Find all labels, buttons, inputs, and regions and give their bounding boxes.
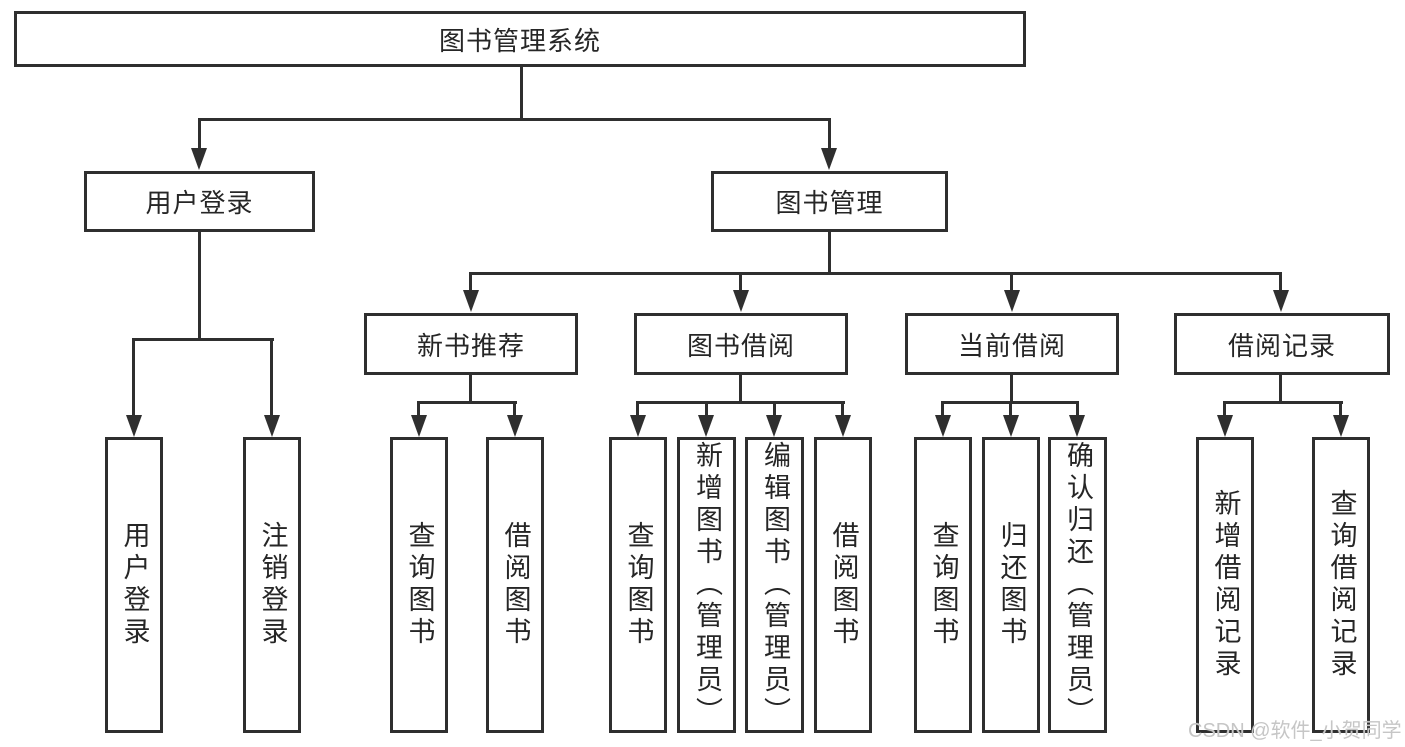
node-new-book-recommend: 新书推荐 <box>364 313 578 375</box>
node-confirm-return-admin: 确认归还（管理员） <box>1048 437 1107 733</box>
arrowhead-down-icon <box>1333 415 1349 437</box>
node-borrow-records: 借阅记录 <box>1174 313 1390 375</box>
node-user-login-action: 用户登录 <box>105 437 163 733</box>
arrowhead-down-icon <box>835 415 851 437</box>
node-query-books-recommend: 查询图书 <box>390 437 448 733</box>
connector-book-sec3 <box>1010 272 1013 290</box>
arrowhead-down-icon <box>264 415 280 437</box>
connector-root-book <box>828 118 831 148</box>
node-return-books: 归还图书 <box>982 437 1040 733</box>
leaf-label: 借阅图书 <box>500 521 531 649</box>
connector-sec1-rail <box>418 401 517 404</box>
arrowhead-down-icon <box>766 415 782 437</box>
connector <box>705 401 708 415</box>
leaf-label: 查询借阅记录 <box>1326 489 1357 681</box>
node-user-login: 用户登录 <box>84 171 315 232</box>
leaf-label: 借阅图书 <box>828 521 859 649</box>
arrowhead-down-icon <box>1069 415 1085 437</box>
leaf-label: 新增图书（管理员） <box>692 441 722 729</box>
node-logout-action: 注销登录 <box>243 437 301 733</box>
arrowhead-down-icon <box>463 290 479 312</box>
node-edit-books-admin: 编辑图书（管理员） <box>745 437 804 733</box>
connector-sec1-stem <box>469 375 472 401</box>
leaf-label: 确认归还（管理员） <box>1063 441 1093 729</box>
leaf-label: 注销登录 <box>257 521 288 649</box>
connector-book-sec2 <box>739 272 742 290</box>
node-add-borrow-record: 新增借阅记录 <box>1196 437 1254 733</box>
csdn-watermark: CSDN @软件_小贺同学 <box>1188 720 1402 742</box>
leaf-label: 编辑图书（管理员） <box>760 441 790 729</box>
connector <box>636 401 639 415</box>
arrowhead-down-icon <box>1004 290 1020 312</box>
connector-book-stem <box>828 232 831 272</box>
connector-root-stem <box>520 66 523 119</box>
arrowhead-down-icon <box>411 415 427 437</box>
connector <box>417 401 420 415</box>
leaf-label: 查询图书 <box>623 521 654 649</box>
connector-sec2-rail <box>636 401 845 404</box>
leaf-label: 新增借阅记录 <box>1210 489 1241 681</box>
connector-root-user <box>198 118 201 148</box>
connector-sec2-stem <box>739 375 742 401</box>
connector <box>1076 401 1079 415</box>
arrowhead-down-icon <box>935 415 951 437</box>
leaf-label: 用户登录 <box>119 521 150 649</box>
connector-book-rail <box>470 272 1282 275</box>
arrowhead-down-icon <box>507 415 523 437</box>
arrowhead-down-icon <box>698 415 714 437</box>
leaf-label: 查询图书 <box>928 521 959 649</box>
node-root: 图书管理系统 <box>14 11 1026 67</box>
arrowhead-down-icon <box>126 415 142 437</box>
connector-user-rail <box>133 338 274 341</box>
node-book-management: 图书管理 <box>711 171 948 232</box>
node-add-books-admin: 新增图书（管理员） <box>677 437 736 733</box>
arrowhead-down-icon <box>1217 415 1233 437</box>
connector-sec4-stem <box>1279 375 1282 401</box>
connector <box>513 401 516 415</box>
node-book-borrow: 图书借阅 <box>634 313 848 375</box>
arrowhead-down-icon <box>821 148 837 170</box>
arrowhead-down-icon <box>630 415 646 437</box>
connector-sec3-stem <box>1010 375 1013 401</box>
connector-user-child2 <box>270 338 273 415</box>
node-query-borrow-record: 查询借阅记录 <box>1312 437 1370 733</box>
arrowhead-down-icon <box>1273 290 1289 312</box>
leaf-label: 查询图书 <box>404 521 435 649</box>
connector-book-sec4 <box>1279 272 1282 290</box>
node-current-borrow: 当前借阅 <box>905 313 1119 375</box>
connector <box>1223 401 1226 415</box>
arrowhead-down-icon <box>191 148 207 170</box>
node-borrow-books: 借阅图书 <box>814 437 872 733</box>
connector <box>1339 401 1342 415</box>
connector <box>841 401 844 415</box>
node-borrow-books-recommend: 借阅图书 <box>486 437 544 733</box>
connector-user-stem <box>198 232 201 338</box>
connector-book-sec1 <box>469 272 472 290</box>
arrowhead-down-icon <box>1003 415 1019 437</box>
connector <box>941 401 944 415</box>
node-query-books-borrow: 查询图书 <box>609 437 667 733</box>
connector <box>773 401 776 415</box>
leaf-label: 归还图书 <box>996 521 1027 649</box>
node-query-books-current: 查询图书 <box>914 437 972 733</box>
arrowhead-down-icon <box>733 290 749 312</box>
connector-root-rail <box>198 118 831 121</box>
connector-user-child1 <box>132 338 135 415</box>
connector <box>1009 401 1012 415</box>
connector-sec4-rail <box>1223 401 1343 404</box>
